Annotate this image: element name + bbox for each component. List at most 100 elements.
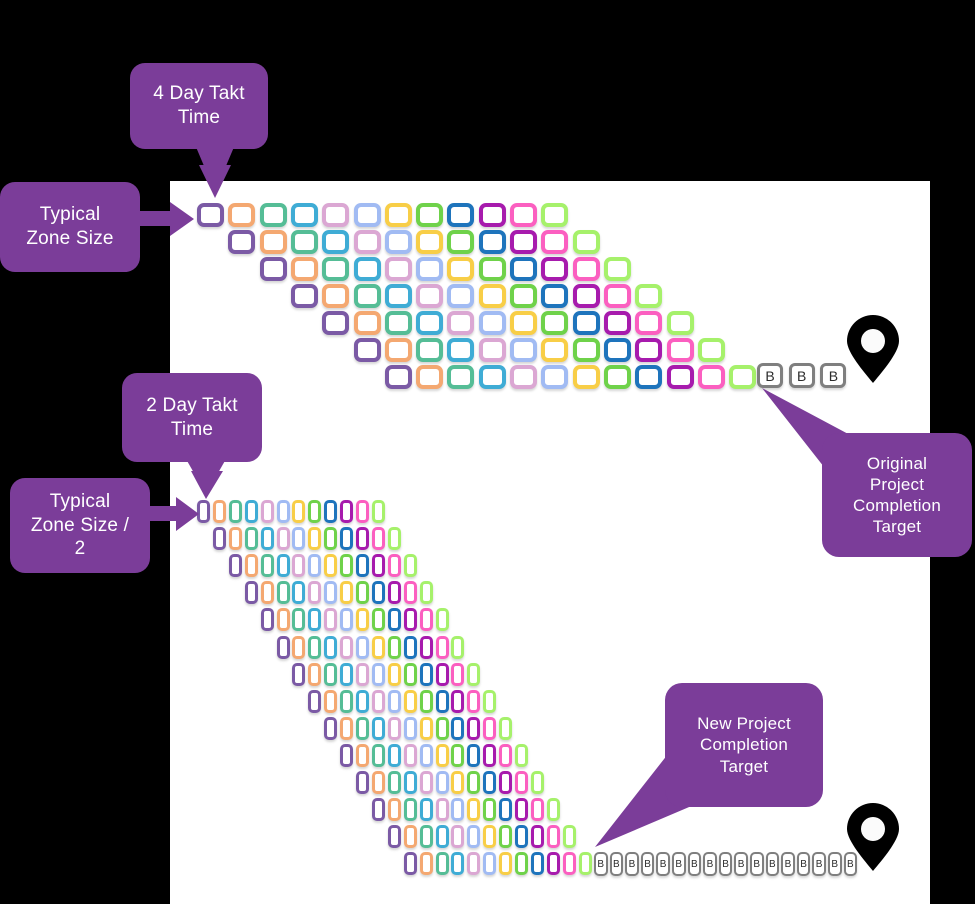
zone-box — [419, 689, 433, 713]
zone-box — [416, 230, 444, 254]
zone-box — [666, 365, 694, 389]
zone-box — [546, 825, 560, 849]
zone-box — [384, 230, 412, 254]
zone-box — [419, 635, 433, 659]
callout-typical-zone-size-half: Typical Zone Size / 2 — [10, 478, 150, 573]
zone-box — [371, 527, 385, 551]
zone-box — [483, 825, 497, 849]
zone-box — [603, 257, 631, 281]
callout-typical-zone-size: Typical Zone Size — [0, 182, 140, 272]
buffer-box: B — [640, 852, 655, 876]
zone-box — [244, 500, 258, 523]
buffer-box: B — [718, 852, 733, 876]
zone-box — [387, 554, 401, 578]
zone-box — [384, 311, 412, 335]
zone-box — [416, 311, 444, 335]
zone-box — [371, 554, 385, 578]
zone-box — [371, 771, 385, 794]
zone-box — [324, 662, 338, 686]
zone-box — [546, 798, 560, 822]
zone-box — [499, 716, 513, 740]
zone-box — [478, 257, 506, 281]
buffer-box: B — [757, 363, 783, 388]
zone-box — [292, 500, 306, 523]
zone-box — [467, 825, 481, 849]
zone-box — [356, 554, 369, 578]
zone-box — [276, 635, 290, 659]
zone-box — [697, 338, 725, 362]
zone-box — [483, 798, 497, 822]
callout-original-target-label: Original Project Completion Target — [853, 453, 941, 537]
zone-box — [356, 771, 369, 794]
zone-box — [403, 608, 417, 632]
zone-box — [435, 635, 449, 659]
zone-box — [356, 662, 369, 686]
zone-box — [562, 825, 576, 849]
zone-box — [292, 554, 306, 578]
zone-box — [260, 608, 274, 632]
zone-box — [541, 338, 569, 362]
zone-box — [483, 689, 497, 713]
zone-box — [276, 527, 290, 551]
zone-box — [356, 608, 369, 632]
zone-box — [324, 689, 338, 713]
zone-box — [510, 311, 537, 335]
zone-box — [419, 743, 433, 767]
zone-box — [447, 230, 475, 254]
zone-box — [244, 527, 258, 551]
zone-box — [308, 689, 322, 713]
zone-box — [478, 311, 506, 335]
zone-box — [499, 798, 513, 822]
zone-box — [435, 716, 449, 740]
zone-box — [515, 798, 528, 822]
zone-box — [403, 798, 417, 822]
zone-box — [435, 771, 449, 794]
zone-box — [340, 635, 354, 659]
zone-box — [603, 311, 631, 335]
zone-box — [510, 338, 537, 362]
zone-box — [324, 581, 338, 605]
zone-box — [510, 284, 537, 308]
zone-box — [387, 825, 401, 849]
zone-box — [419, 608, 433, 632]
zone-box — [356, 527, 369, 551]
zone-box — [435, 608, 449, 632]
callout-4-day-takt-time: 4 Day Takt Time — [130, 63, 268, 149]
zone-box — [697, 365, 725, 389]
zone-box — [416, 338, 444, 362]
zone-box — [292, 527, 306, 551]
zone-box — [353, 257, 381, 281]
zone-box — [403, 852, 417, 876]
zone-box — [467, 798, 481, 822]
zone-box — [530, 825, 544, 849]
buffer-box: B — [594, 852, 608, 876]
zone-box — [478, 230, 506, 254]
zone-box — [451, 771, 465, 794]
zone-box — [447, 257, 475, 281]
zone-box — [403, 554, 417, 578]
zone-box — [387, 743, 401, 767]
zone-box — [483, 716, 497, 740]
zone-box — [387, 581, 401, 605]
zone-box — [212, 500, 226, 523]
zone-box — [308, 662, 322, 686]
zone-box — [499, 743, 513, 767]
zone-box — [467, 771, 481, 794]
zone-box — [515, 852, 528, 876]
zone-box — [228, 230, 256, 254]
buffer-box: B — [796, 852, 811, 876]
zone-box — [322, 203, 350, 227]
zone-box — [276, 554, 290, 578]
zone-box — [515, 743, 528, 767]
zone-box — [244, 581, 258, 605]
zone-box — [483, 743, 497, 767]
zone-box — [510, 203, 537, 227]
zone-box — [387, 527, 401, 551]
zone-box — [324, 716, 338, 740]
zone-box — [419, 771, 433, 794]
zone-box — [384, 257, 412, 281]
callout-original-project-completion-target: Original Project Completion Target — [822, 433, 972, 557]
zone-box — [260, 527, 274, 551]
zone-box — [419, 662, 433, 686]
